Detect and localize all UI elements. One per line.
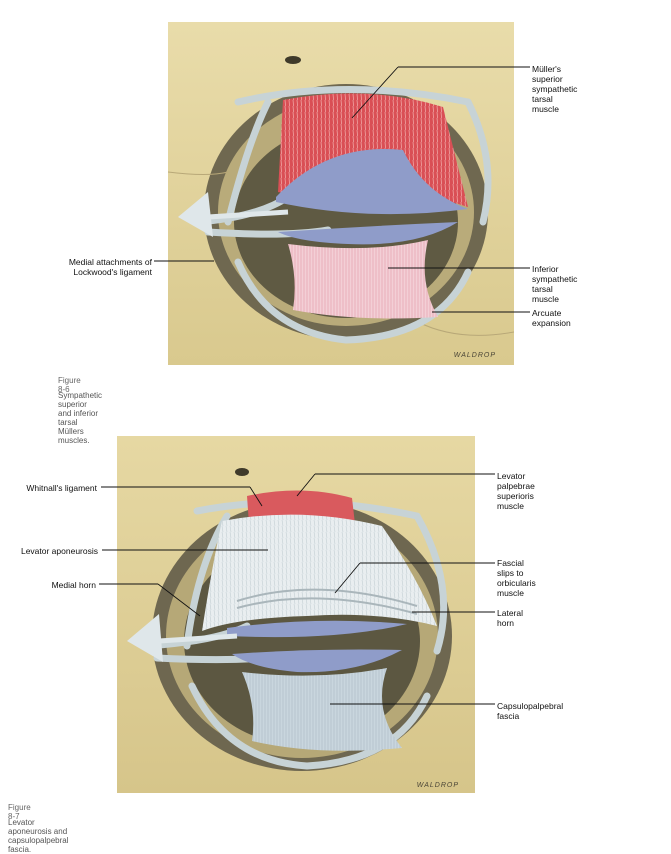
label-levator-aponeurosis: Levator aponeurosis [20, 546, 98, 556]
label-fascial-slips: Fascial slips to orbicularis muscle [497, 558, 536, 598]
figure-8-6-number: Figure 8-6 [58, 376, 81, 394]
artist-signature: WALDROP [416, 782, 459, 789]
label-capsulopalpebral-fascia: Capsulopalpebral fascia [497, 701, 564, 721]
label-inferior-sympathetic: Inferior sympathetic tarsal muscle [532, 264, 578, 304]
label-whitnall-ligament: Whitnall's ligament [26, 483, 97, 493]
label-levator-palpebrae: Levator palpebrae superioris muscle [497, 471, 535, 511]
label-lateral-horn: Lateral horn [497, 608, 523, 628]
figure-8-6-illustration: WALDROP [168, 22, 514, 365]
figure-8-7-illustration: WALDROP [117, 436, 475, 793]
figure-8-6-caption: Sympathetic superior and inferior tarsal… [58, 391, 103, 445]
figure-8-7-caption: Levator aponeurosis and capsulopalpebral… [8, 818, 69, 854]
label-medial-horn: Medial horn [51, 580, 96, 590]
label-muller-superior: Müller's superior sympathetic tarsal mus… [532, 64, 578, 114]
label-arcuate-expansion: Arcuate expansion [532, 308, 571, 328]
label-medial-attachments: Medial attachments of Lockwood's ligamen… [68, 257, 152, 277]
artist-signature: WALDROP [453, 352, 496, 359]
figure-8-7-number: Figure 8-7 [8, 803, 31, 821]
